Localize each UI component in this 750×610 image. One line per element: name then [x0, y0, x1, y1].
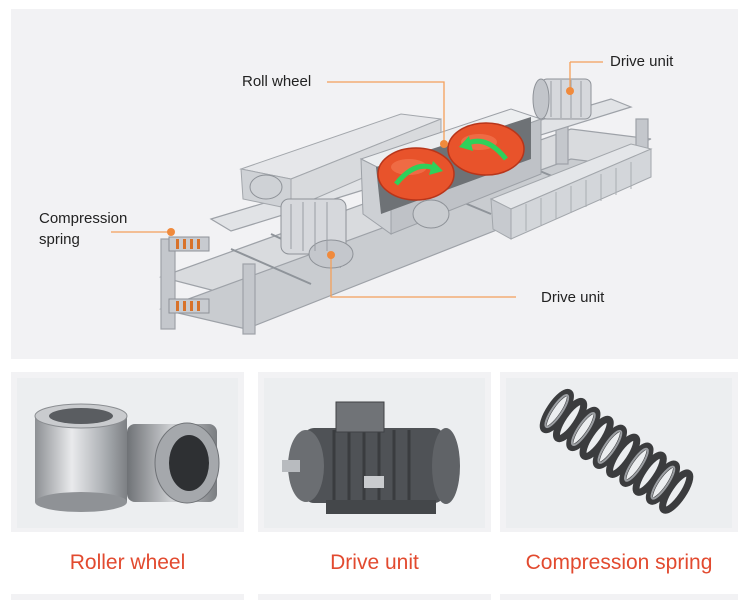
belt-guard	[489, 143, 653, 240]
callout-leaders	[111, 61, 603, 298]
card-drive-unit: Drive unit	[258, 372, 491, 600]
component-cards: Roller wheel Drive unit	[11, 372, 738, 600]
drive-motor-top	[532, 78, 592, 120]
label-drive-unit-bottom: Drive unit	[541, 289, 605, 306]
roller-wheel-photo	[17, 378, 238, 528]
card-compression-spring: Compression spring	[500, 372, 738, 600]
callout-dots	[167, 87, 574, 259]
leader-roll-wheel	[327, 81, 445, 144]
flywheel	[249, 174, 283, 200]
label-compression-line2: spring	[39, 231, 80, 248]
card-label-roller-wheel: Roller wheel	[11, 532, 244, 594]
double-roller-crusher-illustration	[111, 61, 653, 335]
roll-wheels	[377, 122, 525, 201]
coil-spring-photo	[506, 378, 732, 528]
label-roll-wheel: Roll wheel	[242, 73, 312, 90]
label-drive-unit-top: Drive unit	[610, 53, 674, 70]
leader-drive-unit-bottom	[330, 255, 516, 298]
electric-motor-photo	[264, 378, 485, 528]
card-roller-wheel: Roller wheel	[11, 372, 244, 600]
pulley	[412, 199, 450, 229]
card-label-compression-spring: Compression spring	[500, 532, 738, 594]
card-label-drive-unit: Drive unit	[258, 532, 491, 594]
label-compression-line1: Compression	[39, 210, 128, 227]
machine-diagram-panel: Roll wheel Drive unit Compression spring…	[11, 9, 738, 359]
compression-springs	[168, 236, 210, 314]
